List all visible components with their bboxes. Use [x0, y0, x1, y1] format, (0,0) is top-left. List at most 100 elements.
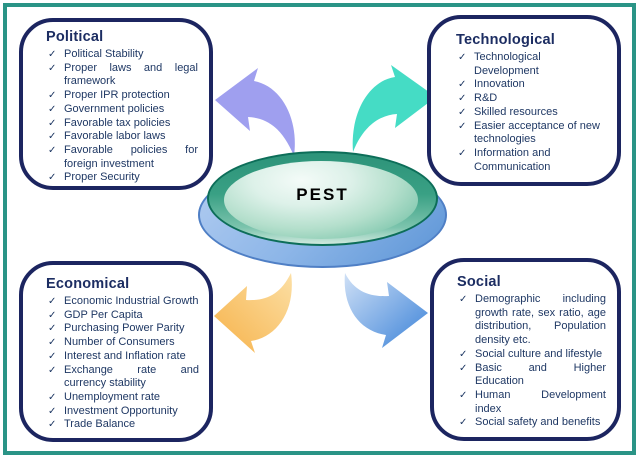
list-item-text: Social safety and benefits: [475, 416, 601, 429]
social-box: Social ✓ Demographic including growth ra…: [430, 258, 621, 441]
check-icon: ✓: [459, 362, 468, 374]
economical-box: Economical ✓ Economic Industrial Growth …: [19, 261, 213, 442]
check-icon: ✓: [48, 62, 57, 74]
check-icon: ✓: [48, 337, 57, 349]
list-item: ✓ Technological Development: [458, 51, 604, 78]
list-item: ✓ Skilled resources: [458, 106, 604, 120]
list-item-text: Purchasing Power Parity: [64, 322, 185, 335]
list-item: ✓ Favorable labor laws: [48, 130, 198, 144]
check-icon: ✓: [48, 103, 57, 115]
check-icon: ✓: [48, 405, 57, 417]
list-item: ✓ Innovation: [458, 78, 604, 92]
pest-label: PEST: [296, 185, 349, 204]
check-icon: ✓: [458, 106, 467, 118]
list-item: ✓ Trade Balance: [48, 418, 199, 432]
check-icon: ✓: [48, 323, 57, 335]
list-item-text: Basic and Higher Education: [475, 361, 606, 388]
list-item: ✓ Favorable policies for foreign investm…: [48, 144, 198, 171]
list-item: ✓ Social safety and benefits: [459, 416, 606, 430]
political-title: Political: [46, 29, 104, 45]
list-item: ✓ Proper IPR protection: [48, 89, 198, 103]
political-items: ✓ Political Stability ✓ Proper laws and …: [48, 48, 198, 185]
check-icon: ✓: [48, 350, 57, 362]
list-item-text: R&D: [474, 92, 498, 105]
list-item: ✓ Favorable tax policies: [48, 117, 198, 131]
political-box: Political ✓ Political Stability ✓ Proper…: [19, 18, 213, 190]
arrow-technological-shape: [352, 65, 436, 152]
check-icon: ✓: [48, 309, 57, 321]
list-item-text: Favorable labor laws: [64, 130, 166, 143]
list-item: ✓ Exchange rate and currency stability: [48, 364, 199, 391]
check-icon: ✓: [48, 391, 57, 403]
list-item: ✓ Government policies: [48, 103, 198, 117]
curved-arrow-political-icon: [215, 68, 295, 156]
arrow-social-shape: [344, 273, 428, 348]
arrow-economical-shape: [214, 273, 292, 353]
technological-items: ✓ Technological Development ✓ Innovation…: [458, 51, 604, 174]
list-item: ✓ Information and Communication: [458, 147, 604, 174]
list-item-text: Easier acceptance of new technologies: [474, 119, 600, 146]
list-item-text: Proper IPR protection: [64, 89, 170, 102]
list-item-text: Information and Communication: [474, 146, 551, 173]
list-item-text: Human Development index: [475, 388, 606, 415]
check-icon: ✓: [458, 79, 467, 91]
social-title: Social: [457, 274, 501, 290]
check-icon: ✓: [48, 117, 57, 129]
check-icon: ✓: [48, 90, 57, 102]
list-item-text: Favorable policies for foreign investmen…: [64, 143, 198, 170]
check-icon: ✓: [459, 417, 468, 429]
list-item: ✓ Proper Security: [48, 171, 198, 185]
check-icon: ✓: [48, 172, 57, 184]
list-item: ✓ Easier acceptance of new technologies: [458, 120, 604, 147]
list-item-text: Social culture and lifestyle: [475, 347, 603, 360]
list-item-text: GDP Per Capita: [64, 308, 143, 321]
list-item-text: Technological Development: [474, 51, 541, 77]
technological-title: Technological: [456, 32, 556, 48]
list-item-text: Skilled resources: [474, 105, 558, 118]
list-item: ✓ Interest and Inflation rate: [48, 350, 199, 364]
list-item: ✓ Human Development index: [459, 389, 606, 416]
list-item-text: Proper laws and legal framework: [64, 61, 198, 88]
list-item: ✓ Economic Industrial Growth: [48, 295, 199, 309]
technological-box: Technological ✓ Technological Developmen…: [427, 15, 621, 186]
check-icon: ✓: [48, 419, 57, 431]
economical-title: Economical: [46, 276, 130, 292]
list-item-text: Unemployment rate: [64, 390, 160, 403]
check-icon: ✓: [458, 52, 467, 63]
check-icon: ✓: [48, 144, 57, 156]
check-icon: ✓: [459, 389, 468, 401]
list-item: ✓ Political Stability: [48, 48, 198, 62]
list-item-text: Proper Security: [64, 171, 140, 184]
check-icon: ✓: [48, 49, 57, 60]
list-item-text: Interest and Inflation rate: [64, 349, 186, 362]
check-icon: ✓: [459, 348, 468, 360]
list-item-text: Political Stability: [64, 48, 144, 60]
list-item-text: Innovation: [474, 78, 525, 91]
pest-disc-highlight: [224, 161, 418, 239]
arrow-political-shape: [215, 68, 295, 156]
curved-arrow-economical-icon: [214, 273, 292, 353]
check-icon: ✓: [48, 296, 57, 307]
list-item: ✓ Number of Consumers: [48, 336, 199, 350]
list-item-text: Demographic including growth rate, sex r…: [475, 293, 606, 347]
check-icon: ✓: [458, 147, 467, 159]
list-item-text: Economic Industrial Growth: [64, 295, 199, 307]
list-item-text: Number of Consumers: [64, 336, 175, 349]
list-item: ✓ R&D: [458, 92, 604, 106]
list-item-text: Government policies: [64, 102, 165, 115]
check-icon: ✓: [48, 131, 57, 143]
check-icon: ✓: [48, 364, 57, 376]
list-item-text: Investment Opportunity: [64, 404, 178, 417]
curved-arrow-technological-icon: [352, 65, 436, 152]
list-item: ✓ Proper laws and legal framework: [48, 62, 198, 89]
list-item: ✓ Purchasing Power Parity: [48, 322, 199, 336]
social-items: ✓ Demographic including growth rate, sex…: [459, 293, 606, 430]
economical-items: ✓ Economic Industrial Growth ✓ GDP Per C…: [48, 295, 199, 432]
check-icon: ✓: [458, 120, 467, 132]
list-item: ✓ GDP Per Capita: [48, 309, 199, 323]
list-item-text: Exchange rate and currency stability: [64, 363, 199, 390]
list-item-text: Trade Balance: [64, 418, 136, 431]
list-item: ✓ Demographic including growth rate, sex…: [459, 293, 606, 348]
check-icon: ✓: [459, 294, 468, 305]
